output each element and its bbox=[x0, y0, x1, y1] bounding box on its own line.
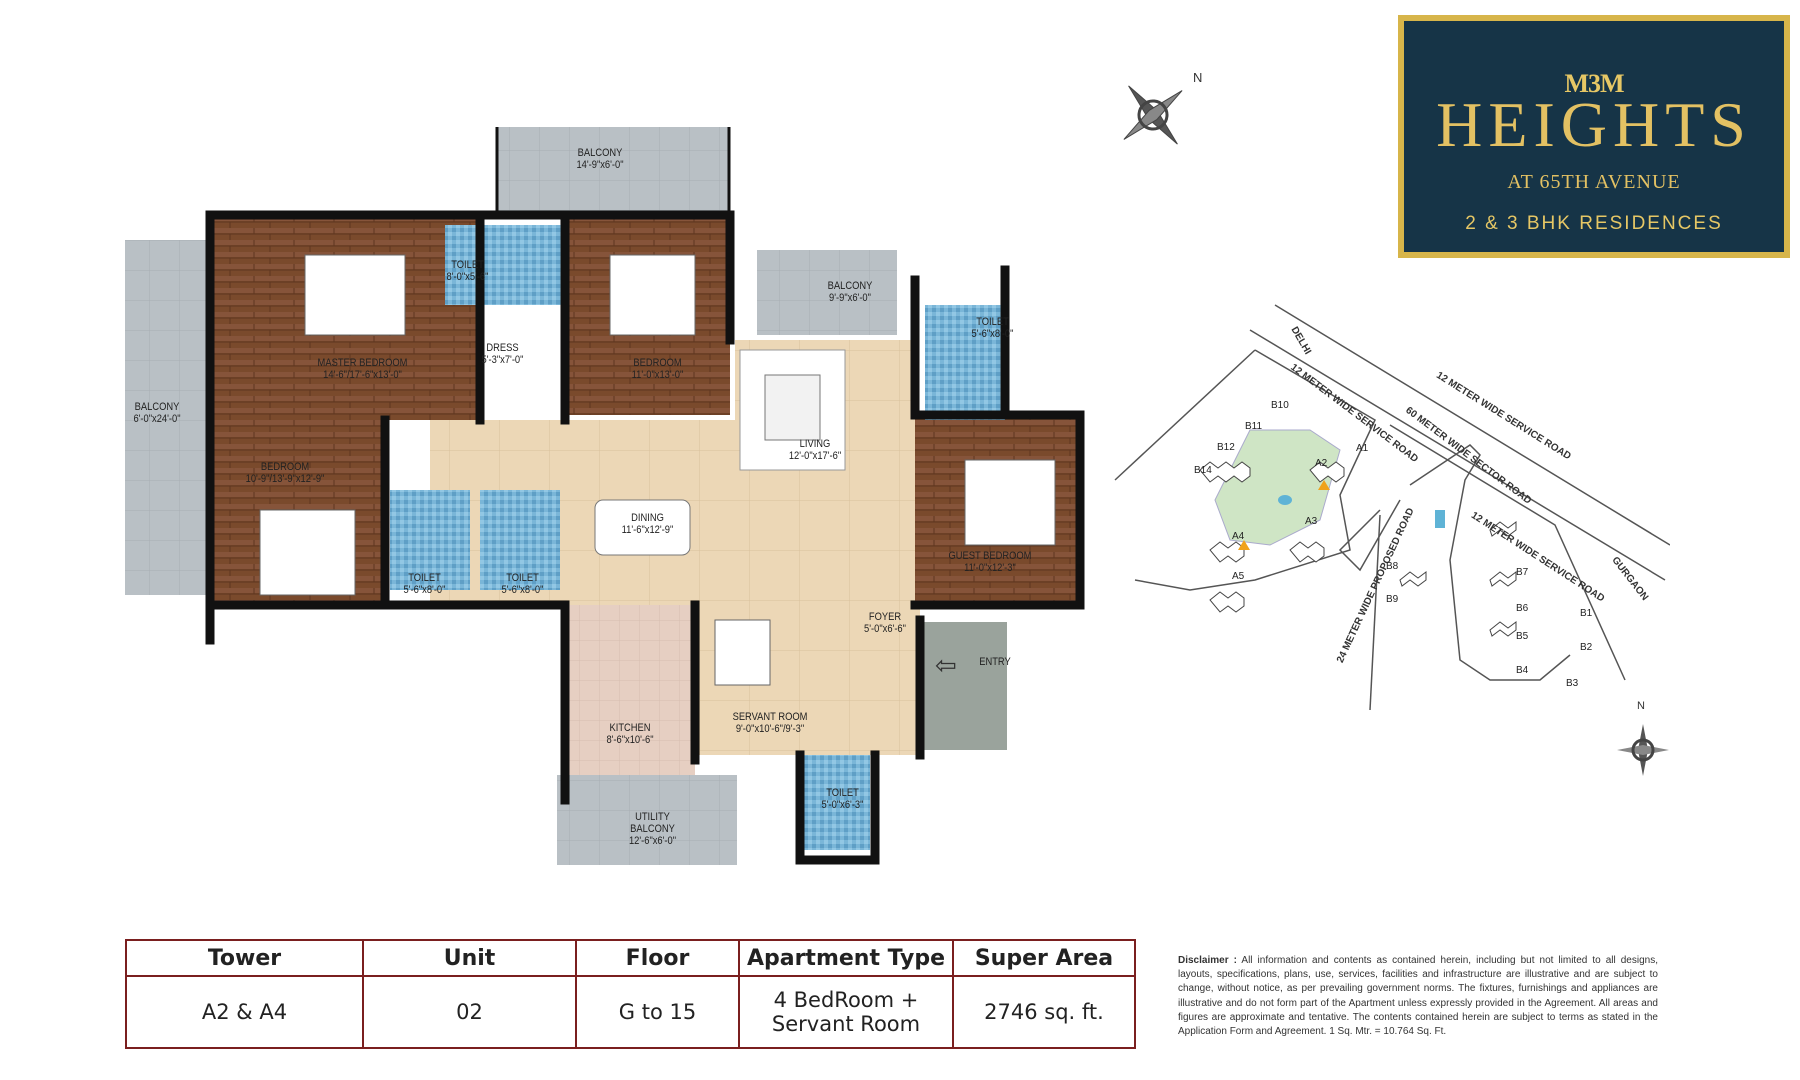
block-label: B14 bbox=[1194, 465, 1212, 476]
cell-floor: G to 15 bbox=[575, 975, 740, 1049]
block-label: B6 bbox=[1516, 603, 1529, 614]
cell-apartment-type: 4 BedRoom + Servant Room bbox=[738, 975, 954, 1049]
block-label: B8 bbox=[1386, 561, 1399, 572]
block-label: B5 bbox=[1516, 631, 1529, 642]
block-label: A5 bbox=[1232, 571, 1245, 582]
site-plan bbox=[1114, 304, 1670, 711]
disclaimer-text: All information and contents as containe… bbox=[1178, 955, 1658, 1038]
block-label: A1 bbox=[1356, 443, 1369, 454]
apartment-type-line1: 4 BedRoom + bbox=[773, 988, 919, 1012]
block-label: B10 bbox=[1271, 400, 1289, 411]
brand-subtitle: AT 65TH AVENUE bbox=[1507, 171, 1681, 193]
brand-logo: M3M HEIGHTS AT 65TH AVENUE 2 & 3 BHK RES… bbox=[1398, 15, 1790, 258]
header-tower: Tower bbox=[125, 939, 364, 977]
block-label: A4 bbox=[1232, 531, 1245, 542]
brand-mark: M3M bbox=[1564, 69, 1624, 98]
compass-north-label: N bbox=[1193, 70, 1203, 85]
block-label: B4 bbox=[1516, 665, 1529, 676]
site-compass-icon bbox=[1617, 724, 1669, 776]
header-apartment-type: Apartment Type bbox=[738, 939, 954, 977]
block-label: B7 bbox=[1516, 567, 1529, 578]
block-label: A3 bbox=[1305, 516, 1318, 527]
floor-plan bbox=[125, 127, 1085, 865]
header-unit: Unit bbox=[362, 939, 577, 977]
block-label: B1 bbox=[1580, 608, 1593, 619]
entry-label: ENTRY bbox=[979, 656, 1011, 668]
apartment-type-line2: Servant Room bbox=[771, 1012, 921, 1036]
block-label: B12 bbox=[1217, 442, 1235, 453]
block-label: A2 bbox=[1315, 458, 1328, 469]
cell-tower: A2 & A4 bbox=[125, 975, 364, 1049]
block-label: B11 bbox=[1245, 421, 1263, 432]
disclaimer-label: Disclaimer : bbox=[1178, 955, 1237, 966]
header-floor: Floor bbox=[575, 939, 740, 977]
brand-residences: 2 & 3 BHK RESIDENCES bbox=[1465, 213, 1723, 234]
cell-unit: 02 bbox=[362, 975, 577, 1049]
entry-arrow-icon: ⇦ bbox=[935, 650, 957, 680]
brand-name: HEIGHTS bbox=[1436, 89, 1752, 160]
cell-super-area: 2746 sq. ft. bbox=[952, 975, 1136, 1049]
unit-spec-table: Tower Unit Floor Apartment Type Super Ar… bbox=[125, 939, 1136, 1049]
site-north-label: N bbox=[1637, 700, 1645, 712]
block-label: B2 bbox=[1580, 642, 1593, 653]
compass-icon bbox=[1123, 85, 1183, 145]
header-super-area: Super Area bbox=[952, 939, 1136, 977]
disclaimer: Disclaimer : All information and content… bbox=[1178, 954, 1658, 1039]
block-label: B3 bbox=[1566, 678, 1579, 689]
block-label: B9 bbox=[1386, 594, 1399, 605]
